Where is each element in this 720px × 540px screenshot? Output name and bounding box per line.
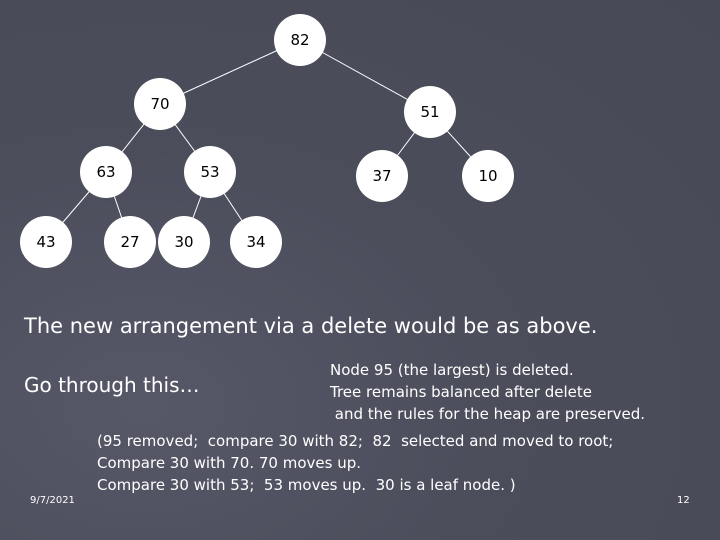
tree-node-43: 43 [20, 216, 72, 268]
tree-node-30: 30 [158, 216, 210, 268]
slide-number: 12 [677, 495, 690, 506]
note-line-2: Tree remains balanced after delete [330, 383, 593, 401]
note-line-6: Compare 30 with 53; 53 moves up. 30 is a… [97, 476, 516, 494]
node-label: 27 [120, 233, 140, 251]
tree-node-51: 51 [404, 86, 456, 138]
tree-node-53: 53 [184, 146, 236, 198]
node-label: 37 [372, 167, 392, 185]
node-label: 43 [36, 233, 56, 251]
note-line-1: Node 95 (the largest) is deleted. [330, 361, 574, 379]
node-label: 53 [200, 163, 220, 181]
tree-node-34: 34 [230, 216, 282, 268]
tree-node-70: 70 [134, 78, 186, 130]
tree-node-37: 37 [356, 150, 408, 202]
node-label: 34 [246, 233, 266, 251]
node-label: 70 [150, 95, 170, 113]
node-label: 82 [290, 31, 310, 49]
node-label: 63 [96, 163, 116, 181]
tree-node-82: 82 [274, 14, 326, 66]
slide-date: 9/7/2021 [30, 495, 75, 506]
note-line-4: (95 removed; compare 30 with 82; 82 sele… [97, 432, 614, 450]
tree-node-63: 63 [80, 146, 132, 198]
node-label: 10 [478, 167, 498, 185]
tree-node-10: 10 [462, 150, 514, 202]
main-statement: The new arrangement via a delete would b… [24, 314, 598, 338]
node-label: 30 [174, 233, 194, 251]
note-line-5: Compare 30 with 70. 70 moves up. [97, 454, 362, 472]
go-through-text: Go through this… [24, 373, 200, 397]
tree-node-27: 27 [104, 216, 156, 268]
node-label: 51 [420, 103, 440, 121]
note-line-3: and the rules for the heap are preserved… [330, 405, 646, 423]
